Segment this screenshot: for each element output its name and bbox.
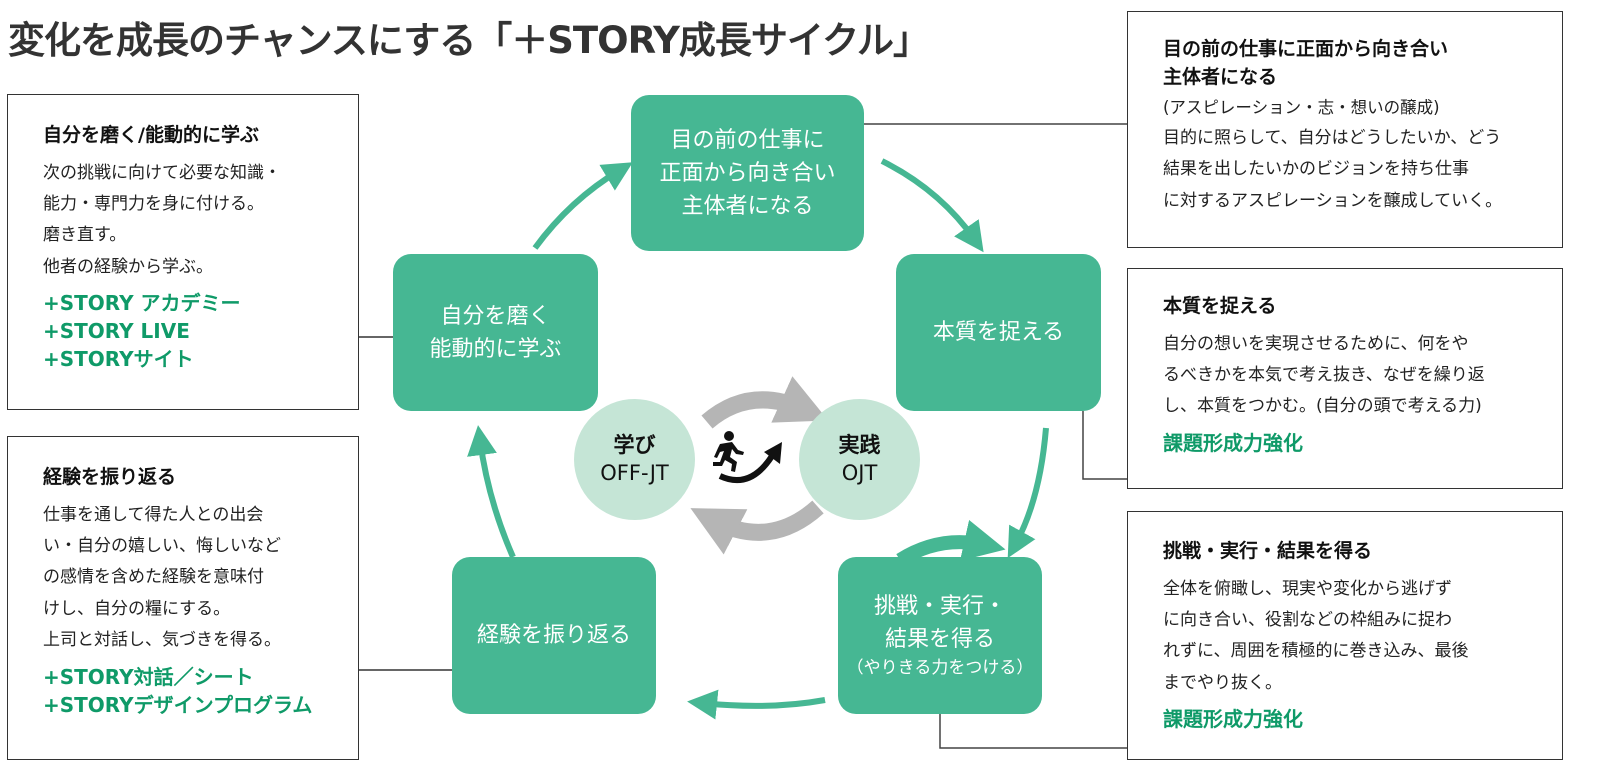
program-link: +STORYデザインプログラム (43, 692, 313, 717)
body-line: 結果を出したいかのビジョンを持ち仕事 (1163, 159, 1469, 180)
node-line: 挑戦・実行・ (873, 593, 1006, 619)
arrow-right-to-bottom (1007, 427, 1049, 559)
panel-heading: 経験を振り返る (43, 466, 177, 488)
body-line: の感情を含めた経験を意味付 (43, 567, 264, 588)
body-line: 上司と対話し、気づきを得る。 (43, 630, 281, 651)
circle-label: 学び (613, 433, 656, 458)
cycle-node-ownership: 目の前の仕事に 正面から向き合い 主体者になる (631, 95, 864, 251)
program-link: +STORY アカデミー (43, 291, 241, 316)
node-line: 本質を捉える (932, 320, 1065, 345)
heading-line: 主体者になる (1163, 65, 1278, 88)
arrow-bottom-to-bottomleft (687, 689, 826, 720)
circle-ojt: 実践 OJT (799, 399, 920, 520)
node-line: 主体者になる (681, 193, 814, 219)
arrow-top-to-right (880, 158, 984, 253)
running-person-arrow-icon (713, 431, 782, 483)
arrow-bottomleft-to-left (467, 425, 516, 559)
node-line: 結果を得る (884, 626, 995, 652)
panel-subheading: (アスピレーション・志・想いの醸成) (1163, 98, 1440, 118)
panel-ownership: 目の前の仕事に正面から向き合い 主体者になる (アスピレーション・志・想いの醸成… (1127, 11, 1563, 248)
cycle-node-essence: 本質を捉える (896, 254, 1101, 411)
body-line: けし、自分の糧にする。 (43, 598, 231, 619)
body-line: に対するアスピレーションを醸成していく。 (1163, 190, 1503, 211)
circle-sublabel: OFF-JT (600, 460, 669, 485)
cycle-node-learn: 自分を磨く 能動的に学ぶ (393, 254, 598, 411)
body-line: るべきかを本気で考え抜き、なぜを繰り返 (1163, 364, 1485, 385)
body-line: に向き合い、役割などの枠組みに捉わ (1163, 609, 1452, 630)
circle-off-jt: 学び OFF-JT (574, 399, 695, 520)
body-line: 次の挑戦に向けて必要な知識・ (43, 162, 281, 183)
panel-heading: 挑戦・実行・結果を得る (1163, 540, 1373, 562)
panel-body: 全体を俯瞰し、現実や変化から逃げず に向き合い、役割などの枠組みに捉わ れずに、… (1163, 574, 1562, 700)
program-link: +STORY対話／シート (43, 664, 254, 689)
body-line: 目的に照らして、自分はどうしたいか、どう (1163, 127, 1502, 148)
program-link: +STORY LIVE (43, 319, 190, 344)
gray-arrow-practice-to-learn (690, 500, 824, 555)
node-line: 正面から向き合い (659, 160, 836, 186)
panel-challenge: 挑戦・実行・結果を得る 全体を俯瞰し、現実や変化から逃げず に向き合い、役割など… (1127, 511, 1563, 760)
program-link: 課題形成力強化 (1163, 430, 1303, 455)
panel-body: 次の挑戦に向けて必要な知識・ 能力・専門力を身に付ける。 磨き直す。 他者の経験… (43, 158, 358, 284)
body-line: 能力・専門力を身に付ける。 (43, 193, 264, 214)
panel-heading: 自分を磨く/能動的に学ぶ (43, 124, 259, 146)
node-line: 経験を振り返る (476, 623, 631, 648)
diagram-title: 変化を成長のチャンスにする「＋STORY成長サイクル」 (8, 19, 930, 62)
arrow-left-to-top (532, 162, 633, 250)
circle-sublabel: OJT (841, 460, 878, 485)
node-line: 目の前の仕事に (670, 127, 825, 153)
program-link: 課題形成力強化 (1163, 707, 1303, 732)
body-line: し、本質をつかむ。(自分の頭で考える力) (1163, 396, 1482, 417)
cycle-node-challenge: 挑戦・実行・ 結果を得る （やりきる力をつける） (838, 557, 1042, 714)
node-line: 自分を磨く (440, 303, 551, 329)
body-line: い・自分の嬉しい、悔しいなど (43, 535, 281, 556)
program-link: +STORYサイト (43, 347, 194, 372)
panel-heading: 目の前の仕事に正面から向き合い 主体者になる (1163, 36, 1562, 91)
gray-arrow-learn-to-practice (701, 376, 829, 429)
panel-heading: 本質を捉える (1163, 295, 1277, 317)
body-line: 仕事を通して得た人との出会 (43, 504, 264, 525)
panel-body: 目的に照らして、自分はどうしたいか、どう 結果を出したいかのビジョンを持ち仕事 … (1163, 123, 1562, 217)
panel-essence: 本質を捉える 自分の想いを実現させるために、何をや るべきかを本気で考え抜き、な… (1127, 268, 1563, 489)
connector-line-right-2 (1082, 411, 1127, 480)
body-line: 全体を俯瞰し、現実や変化から逃げず (1163, 578, 1452, 599)
body-line: 自分の想いを実現させるために、何をや (1163, 333, 1469, 354)
node-line: 能動的に学ぶ (429, 336, 562, 362)
body-line: れずに、周囲を積極的に巻き込み、最後 (1163, 641, 1469, 662)
panel-body: 仕事を通して得た人との出会 い・自分の嬉しい、悔しいなど の感情を含めた経験を意… (43, 500, 358, 657)
panel-reflect: 経験を振り返る 仕事を通して得た人との出会 い・自分の嬉しい、悔しいなど の感情… (7, 436, 359, 760)
connector-line-right-3 (939, 714, 1127, 749)
cycle-node-reflect: 経験を振り返る (452, 557, 656, 714)
node-subline: （やりきる力をつける） (846, 657, 1034, 678)
panel-learn: 自分を磨く/能動的に学ぶ 次の挑戦に向けて必要な知識・ 能力・専門力を身に付ける… (7, 94, 359, 410)
heading-line: 目の前の仕事に正面から向き合い (1163, 38, 1449, 60)
body-line: 磨き直す。 (43, 225, 127, 246)
body-line: までやり抜く。 (1163, 672, 1282, 693)
circle-label: 実践 (838, 433, 881, 458)
panel-body: 自分の想いを実現させるために、何をや るべきかを本気で考え抜き、なぜを繰り返 し… (1163, 329, 1562, 423)
body-line: 他者の経験から学ぶ。 (43, 256, 213, 277)
